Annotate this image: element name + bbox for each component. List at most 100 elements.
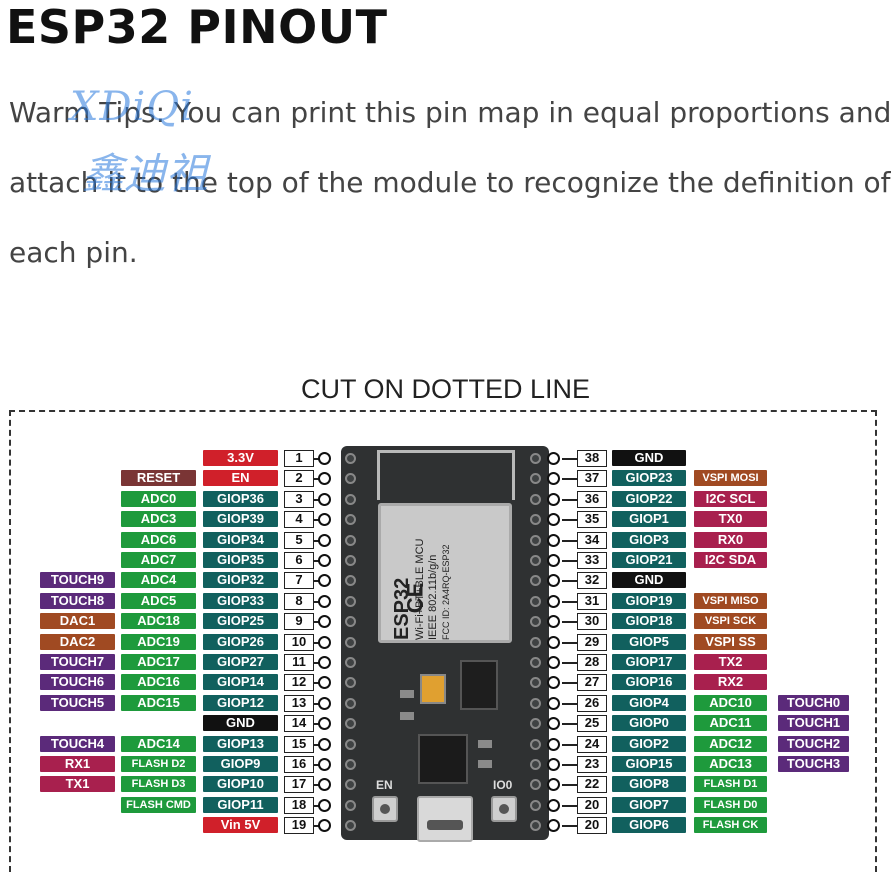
pin-label: GIOP19 — [612, 592, 686, 609]
pin-label: FLASH CMD — [121, 796, 196, 813]
micro-usb-port[interactable] — [417, 796, 473, 842]
header-hole — [530, 555, 541, 566]
capacitor — [420, 674, 446, 704]
pin-dot — [547, 819, 560, 833]
pin-dot — [318, 533, 331, 547]
pin-label: GIOP14 — [203, 674, 278, 691]
pin-label: ADC18 — [121, 613, 196, 630]
pin-label: GIOP17 — [612, 654, 686, 670]
pin-dot — [547, 798, 560, 812]
header-hole — [345, 595, 356, 607]
pin-dot — [318, 472, 331, 486]
header-hole — [530, 799, 541, 811]
pin-label: ADC16 — [121, 674, 196, 691]
pin-dot — [318, 737, 331, 751]
pin-label: EN — [203, 470, 278, 487]
pin-number: 10 — [284, 633, 314, 651]
header-hole — [530, 575, 541, 587]
pcb-antenna — [377, 450, 515, 500]
pin-label: TOUCH0 — [778, 694, 849, 711]
intro-line-3: each pin. — [9, 236, 138, 269]
pin-number: 16 — [284, 756, 314, 773]
pin-number: 14 — [284, 715, 314, 733]
pin-label: GIOP5 — [612, 633, 686, 650]
pin-connector-line — [562, 560, 578, 562]
header-hole — [345, 657, 356, 668]
pin-label: GIOP3 — [612, 531, 686, 548]
cut-dotted-border — [9, 410, 877, 872]
header-hole — [530, 738, 541, 750]
pin-number: 13 — [284, 694, 314, 712]
pin-label: GND — [612, 572, 686, 589]
header-hole — [530, 493, 541, 505]
header-hole — [530, 453, 541, 464]
pin-dot — [547, 452, 560, 465]
watermark-latin: XDiQi — [70, 84, 194, 130]
io0-button-label: IO0 — [493, 778, 513, 792]
header-hole — [530, 657, 541, 668]
header-hole — [345, 636, 356, 648]
pin-dot — [318, 635, 331, 649]
pin-dot — [547, 533, 560, 547]
pin-label: GIOP4 — [612, 694, 686, 711]
header-hole — [345, 799, 356, 811]
io0-button[interactable] — [491, 796, 517, 822]
header-hole — [530, 759, 541, 770]
chip-line-1: Wi-Fi+BT+BLE MCU — [414, 538, 426, 640]
pin-label: RX1 — [40, 756, 115, 772]
pin-label: ADC6 — [121, 531, 196, 548]
header-hole — [345, 534, 356, 546]
pin-connector-line — [562, 498, 578, 501]
header-hole — [345, 453, 356, 464]
pin-number: 23 — [577, 756, 607, 773]
pin-label: VSPI SS — [694, 633, 767, 650]
en-button[interactable] — [372, 796, 398, 822]
pin-dot — [547, 492, 560, 506]
pin-connector-line — [562, 519, 578, 522]
pin-dot — [318, 696, 331, 710]
header-hole — [345, 473, 356, 485]
header-hole — [530, 779, 541, 791]
pin-label: TOUCH9 — [40, 572, 115, 589]
pin-connector-line — [562, 764, 578, 766]
pin-label: VSPI MOSI — [694, 470, 767, 487]
pin-label: DAC1 — [40, 613, 115, 630]
pin-dot — [318, 656, 331, 669]
pin-dot — [547, 737, 560, 751]
chip-brand: ESP32 — [391, 577, 413, 640]
pin-number: 20 — [577, 817, 607, 835]
header-hole — [530, 718, 541, 730]
pin-label: TOUCH2 — [778, 735, 849, 752]
pin-dot — [318, 717, 331, 731]
header-hole — [345, 575, 356, 587]
pin-dot — [547, 635, 560, 649]
pin-label: GIOP23 — [612, 470, 686, 487]
header-hole — [345, 759, 356, 770]
pin-label: I2C SDA — [694, 552, 767, 568]
pin-label: RX0 — [694, 531, 767, 548]
voltage-regulator — [460, 660, 498, 710]
cut-line-label: CUT ON DOTTED LINE — [300, 374, 591, 404]
pin-number: 2 — [284, 470, 314, 488]
pin-number: 8 — [284, 592, 314, 610]
pin-number: 19 — [284, 817, 314, 835]
pin-dot — [547, 758, 560, 771]
pin-label: TOUCH7 — [40, 654, 115, 670]
pin-label: GIOP25 — [203, 613, 278, 630]
pin-label: TOUCH5 — [40, 694, 115, 711]
pin-label: TX0 — [694, 511, 767, 528]
header-hole — [530, 820, 541, 832]
pin-number: 34 — [577, 531, 607, 549]
chip-line-3: FCC ID: 2A4RQ-ESP32 — [441, 544, 451, 640]
pin-connector-line — [562, 702, 578, 705]
pin-label: TOUCH4 — [40, 735, 115, 752]
pin-number: 27 — [577, 674, 607, 692]
header-hole — [345, 616, 356, 628]
pin-label: ADC3 — [121, 511, 196, 528]
pin-number: 6 — [284, 552, 314, 569]
pin-dot — [318, 819, 331, 833]
pin-connector-line — [562, 723, 578, 726]
pin-dot — [318, 554, 331, 567]
pin-label: TOUCH1 — [778, 715, 849, 732]
header-hole — [345, 738, 356, 750]
